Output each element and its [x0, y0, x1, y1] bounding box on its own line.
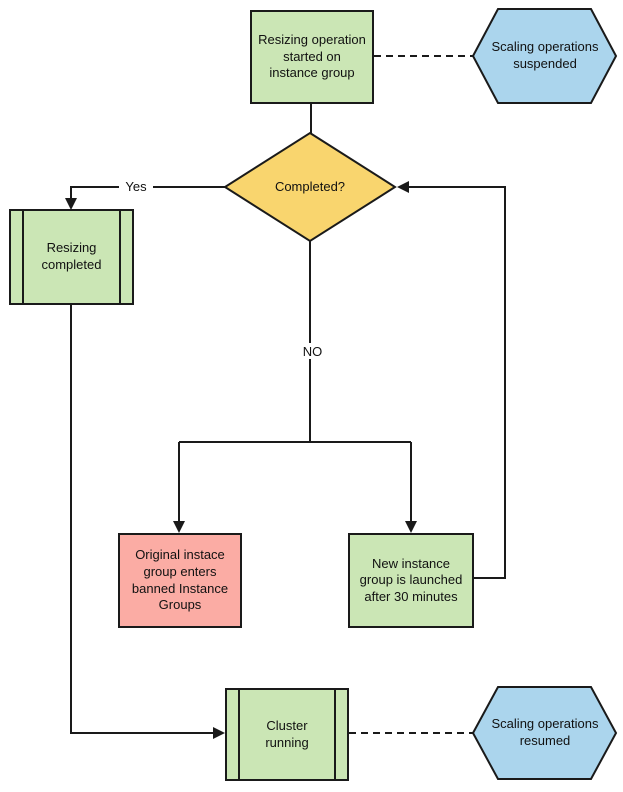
arrowhead-into-new-group: [405, 521, 417, 533]
edge-decision-no-branches: [178, 241, 412, 521]
edge-label-yes: Yes: [119, 178, 153, 194]
node-new-group-label: New instance group is launched after 30 …: [359, 555, 463, 604]
edge-label-no: NO: [296, 343, 329, 359]
edge-newgroup-loop-to-decision: [409, 186, 506, 579]
arrowhead-into-resizing-completed: [65, 198, 77, 210]
node-banned-groups: Original instace group enters banned Ins…: [118, 533, 242, 628]
node-cluster-running-label: Cluster running: [265, 717, 309, 750]
predefined-process-bar-right: [334, 690, 336, 779]
node-banned-groups-label: Original instace group enters banned Ins…: [131, 547, 229, 613]
node-cluster-running: Cluster running: [225, 688, 349, 781]
predefined-process-bar-left: [22, 211, 24, 303]
node-resizing-started: Resizing operation started on instance g…: [250, 10, 374, 104]
node-resizing-completed: Resizing completed: [9, 209, 134, 305]
node-resizing-started-label: Resizing operation started on instance g…: [258, 32, 366, 81]
arrowhead-into-decision-right: [397, 181, 409, 193]
predefined-process-bar-right: [119, 211, 121, 303]
hexagon-scaling-suspended: [471, 8, 618, 104]
edge-resizingcompleted-to-cluster: [70, 305, 213, 734]
hexagon-scaling-resumed: [471, 686, 618, 780]
node-new-group: New instance group is launched after 30 …: [348, 533, 474, 628]
predefined-process-bar-left: [238, 690, 240, 779]
arrowhead-into-cluster-running: [213, 727, 225, 739]
decision-diamond-completed: [223, 131, 397, 243]
node-resizing-completed-label: Resizing completed: [41, 240, 102, 272]
arrowhead-into-banned-groups: [173, 521, 185, 533]
edge-decision-yes: [70, 186, 225, 198]
